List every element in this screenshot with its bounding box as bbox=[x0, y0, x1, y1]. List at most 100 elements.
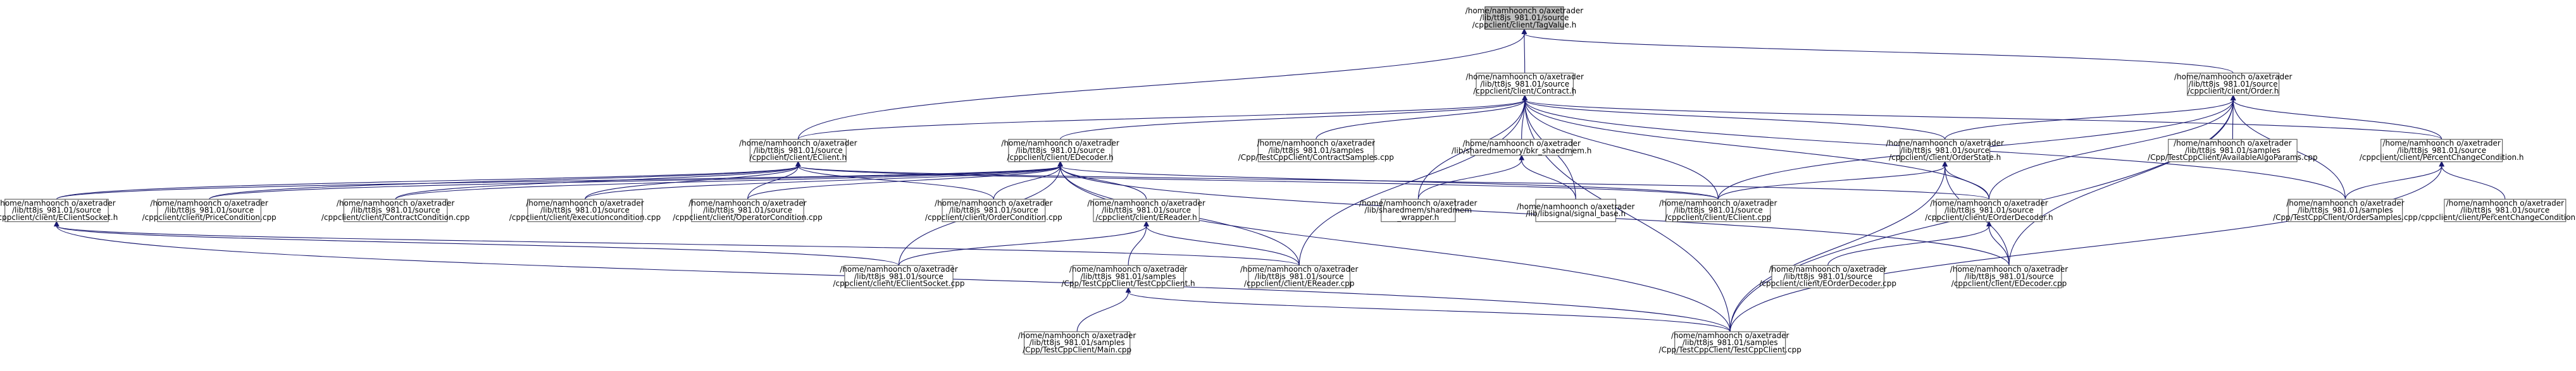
node-label-line: /home/namhoonch o/axetrader bbox=[2174, 139, 2292, 148]
file-node-sharedmem-wrapper[interactable]: /home/namhoonch o/axetrader/lib/sharedme… bbox=[1359, 198, 1478, 222]
node-label-line: /home/namhoonch o/axetrader bbox=[935, 198, 1053, 207]
dependency-edge-contractcond_cpp-to-edecoder_h bbox=[395, 161, 1063, 200]
file-node-signal-base-h[interactable]: /home/namhoonch o/axetrader/lib/libsigna… bbox=[1517, 198, 1635, 222]
dependency-edge-ereader_cpp-to-eclientsocket_h bbox=[54, 221, 1300, 266]
file-node-sharedmem-h[interactable]: /home/namhoonch o/axetrader/lib/sharedme… bbox=[1452, 138, 1591, 156]
node-label-line: /lib/tt8js_981.01/source bbox=[2460, 206, 2549, 215]
node-label-line: /cppclient/client/EClientSocket.h bbox=[0, 213, 118, 222]
node-label-line: /lib/sharedmem/sharedmem bbox=[1364, 206, 1472, 215]
file-node-pricecond-cpp[interactable]: /home/namhoonch o/axetrader/lib/tt8js_98… bbox=[142, 198, 277, 222]
dependency-edge-eclient_cpp-to-orderstate_h bbox=[1717, 161, 1948, 200]
node-label-line: /lib/tt8js_981.01/source bbox=[703, 206, 792, 215]
node-label-line: /cppclient/client/PercentChangeCondition… bbox=[2418, 213, 2576, 222]
node-label-line: /lib/tt8js_981.01/samples bbox=[1268, 146, 1364, 155]
file-node-eclientsocket-cpp[interactable]: /home/namhoonch o/axetrader/lib/tt8js_98… bbox=[833, 265, 964, 289]
node-label-line: /home/namhoonch o/axetrader bbox=[1517, 202, 1635, 211]
file-node-eorderdecoder-h[interactable]: /home/namhoonch o/axetrader/lib/tt8js_98… bbox=[1925, 198, 2053, 222]
node-label-line: /cppclient/client/EReader.h bbox=[1095, 213, 1197, 222]
dependency-edge-eclientsocket_h-to-eclient_h bbox=[56, 161, 801, 200]
file-node-pctchange-h[interactable]: /home/namhoonch o/axetrader/lib/tt8js_98… bbox=[2360, 139, 2524, 162]
file-node-contractcond-cpp[interactable]: /home/namhoonch o/axetrader/lib/tt8js_98… bbox=[321, 198, 470, 222]
dependency-edges bbox=[54, 28, 2506, 332]
dependency-edge-ordercond_cpp-to-eclient_h bbox=[795, 161, 994, 200]
node-label-line: /Cpp/TestCppClient/TestCppClient.cpp bbox=[1658, 345, 1801, 354]
file-node-orderstate-h[interactable]: /home/namhoonch o/axetrader/lib/tt8js_98… bbox=[1886, 139, 2004, 162]
node-label-line: /cppclient/client/EReader.cpp bbox=[1244, 279, 1354, 288]
node-label-line: /home/namhoonch o/axetrader bbox=[1001, 139, 1119, 148]
node-label-line: /lib/tt8js_981.01/source bbox=[1479, 13, 1569, 22]
file-node-eclient-cpp[interactable]: /home/namhoonch o/axetrader/lib/tt8js_98… bbox=[1659, 198, 1777, 222]
node-label-line: /home/namhoonch o/axetrader bbox=[337, 198, 455, 207]
file-node-eclient-h[interactable]: /home/namhoonch o/axetrader/lib/tt8js_98… bbox=[739, 139, 857, 162]
file-node-execcond-cpp[interactable]: /home/namhoonch o/axetrader/lib/tt8js_98… bbox=[509, 198, 661, 222]
file-node-contract-h[interactable]: /home/namhoonch o/axetrader/lib/tt8js_98… bbox=[1465, 73, 1584, 96]
dependency-edge-contract_h-to-tagvalue_h bbox=[1521, 28, 1528, 73]
file-node-algoparams-cpp[interactable]: /home/namhoonch o/axetrader/lib/tt8js_98… bbox=[2148, 139, 2318, 162]
node-label-line: _wrapper.h bbox=[1397, 213, 1439, 222]
dependency-edge-testcppclient_cpp-to-edecoder_h bbox=[1057, 161, 1731, 332]
file-node-testcppclient-h[interactable]: /home/namhoonch o/axetrader/lib/tt8js_98… bbox=[1062, 265, 1195, 289]
node-label-line: /cppclient/client/OrderState.h bbox=[1889, 153, 2001, 162]
node-label-line: /cppclient/client/TagValue.h bbox=[1472, 20, 1577, 29]
node-label-line: /cppclient/client/EOrderDecoder.h bbox=[1925, 213, 2053, 222]
file-node-ordersamples-cpp[interactable]: /home/namhoonch o/axetrader/lib/tt8js_98… bbox=[2273, 198, 2418, 222]
dependency-edge-ereader_h-to-edecoder_h bbox=[1057, 161, 1147, 200]
dependency-edge-orderstate_h-to-contract_h bbox=[1522, 94, 1946, 140]
node-label-line: /lib/tt8js_981.01/samples bbox=[1081, 272, 1176, 281]
node-label-line: /cppclient/client/PercentChangeCondition… bbox=[2360, 153, 2524, 162]
dependency-edge-ereader_cpp-to-ereader_h bbox=[1143, 221, 1300, 266]
node-label-line: /home/namhoonch o/axetrader bbox=[2174, 73, 2293, 82]
node-label-line: /cppclient/client/OrderCondition.cpp bbox=[925, 213, 1062, 222]
node-label-line: /home/namhoonch o/axetrader bbox=[526, 198, 644, 207]
file-node-pctchange-cpp[interactable]: /home/namhoonch o/axetrader/lib/tt8js_98… bbox=[2418, 198, 2576, 222]
node-label-line: /home/namhoonch o/axetrader bbox=[739, 139, 857, 148]
node-label-line: /home/namhoonch o/axetrader bbox=[1930, 198, 2048, 207]
dependency-edge-orderstate_h-to-order_h bbox=[1944, 94, 2236, 140]
node-label-line: /home/namhoonch o/axetrader bbox=[2286, 198, 2405, 207]
node-label-line: /cppclient/client/EDecoder.cpp bbox=[1951, 279, 2067, 288]
file-nodes: /home/namhoonch o/axetrader/lib/tt8js_98… bbox=[0, 6, 2576, 355]
node-label-line: /home/namhoonch o/axetrader bbox=[1257, 139, 1376, 148]
node-label-line: /lib/tt8js_981.01/source bbox=[1255, 272, 1344, 281]
node-label-line: /lib/sharedmemory/bkr_shaedmem.h bbox=[1452, 146, 1591, 155]
dependency-edge-main_cpp-to-testcppclient_h bbox=[1076, 287, 1131, 332]
file-node-operatorcond-cpp[interactable]: /home/namhoonch o/axetrader/lib/tt8js_98… bbox=[673, 198, 823, 222]
node-label-line: /home/namhoonch o/axetrader bbox=[2446, 198, 2565, 207]
node-label-line: /cppclient/client/EClient.h bbox=[749, 153, 847, 162]
file-node-testcppclient-cpp[interactable]: /home/namhoonch o/axetrader/lib/tt8js_98… bbox=[1658, 331, 1801, 355]
file-node-ereader-h[interactable]: /home/namhoonch o/axetrader/lib/tt8js_98… bbox=[1087, 198, 1205, 222]
file-node-eorderdecoder-cpp[interactable]: /home/namhoonch o/axetrader/lib/tt8js_98… bbox=[1759, 265, 1896, 289]
node-label-line: /home/namhoonch o/axetrader bbox=[1886, 139, 2004, 148]
dependency-edge-testcppclient_cpp-to-testcppclient_h bbox=[1125, 287, 1731, 332]
dependency-edge-pricecond_cpp-to-edecoder_h bbox=[209, 161, 1063, 200]
node-label-line: /Cpp/TestCppClient/OrderSamples.cpp bbox=[2273, 213, 2418, 222]
node-label-line: /lib/tt8js_981.01/source bbox=[2397, 146, 2486, 155]
node-label-line: /lib/tt8js_981.01/source bbox=[351, 206, 440, 215]
node-label-line: /cppclient/client/EClientSocket.cpp bbox=[833, 279, 964, 288]
node-label-line: /lib/tt8js_981.01/samples bbox=[2298, 206, 2393, 215]
file-node-main-cpp[interactable]: /home/namhoonch o/axetrader/lib/tt8js_98… bbox=[1018, 331, 1136, 355]
node-label-line: /lib/tt8js_981.01/source bbox=[165, 206, 254, 215]
node-label-line: /home/namhoonch o/axetrader bbox=[1069, 265, 1188, 274]
file-node-ordercond-cpp[interactable]: /home/namhoonch o/axetrader/lib/tt8js_98… bbox=[925, 198, 1062, 222]
dependency-edge-eorderdecoder_cpp-to-eorderdecoder_h bbox=[1827, 221, 1992, 266]
file-node-edecoder-h[interactable]: /home/namhoonch o/axetrader/lib/tt8js_98… bbox=[1001, 139, 1119, 162]
dependency-edge-ordersamples_cpp-to-pctchange_h bbox=[2344, 161, 2444, 200]
dependency-edge-edecoder_h-to-contract_h bbox=[1060, 94, 1528, 140]
node-label-line: /lib/tt8js_981.01/samples bbox=[1683, 338, 1778, 347]
dependency-edge-signal_base_h-to-sharedmem_h bbox=[1519, 154, 1576, 200]
node-label-line: /cppclient/client/EDecoder.h bbox=[1007, 153, 1113, 162]
file-node-contractsamples-cpp[interactable]: /home/namhoonch o/axetrader/lib/tt8js_98… bbox=[1238, 139, 1394, 162]
node-label-line: /Cpp/TestCppClient/Main.cpp bbox=[1023, 345, 1131, 354]
dependency-edge-eclient_cpp-to-edecoder_h bbox=[1057, 161, 1719, 200]
node-label-line: /Cpp/TestCppClient/TestCppClient.h bbox=[1062, 279, 1195, 288]
node-label-line: /home/namhoonch o/axetrader bbox=[1659, 198, 1777, 207]
file-node-order-h[interactable]: /home/namhoonch o/axetrader/lib/tt8js_98… bbox=[2174, 73, 2293, 96]
file-node-edecoder-cpp[interactable]: /home/namhoonch o/axetrader/lib/tt8js_98… bbox=[1950, 265, 2069, 289]
node-label-line: /home/namhoonch o/axetrader bbox=[1671, 331, 1789, 340]
file-node-eclientsocket-h[interactable]: /home/namhoonch o/axetrader/lib/tt8js_98… bbox=[0, 198, 118, 222]
dependency-edge-pricecond_cpp-to-eclient_h bbox=[209, 161, 801, 200]
file-node-ereader-cpp[interactable]: /home/namhoonch o/axetrader/lib/tt8js_98… bbox=[1240, 265, 1359, 289]
node-label-line: /cppclient/client/EClient.cpp bbox=[1665, 213, 1771, 222]
